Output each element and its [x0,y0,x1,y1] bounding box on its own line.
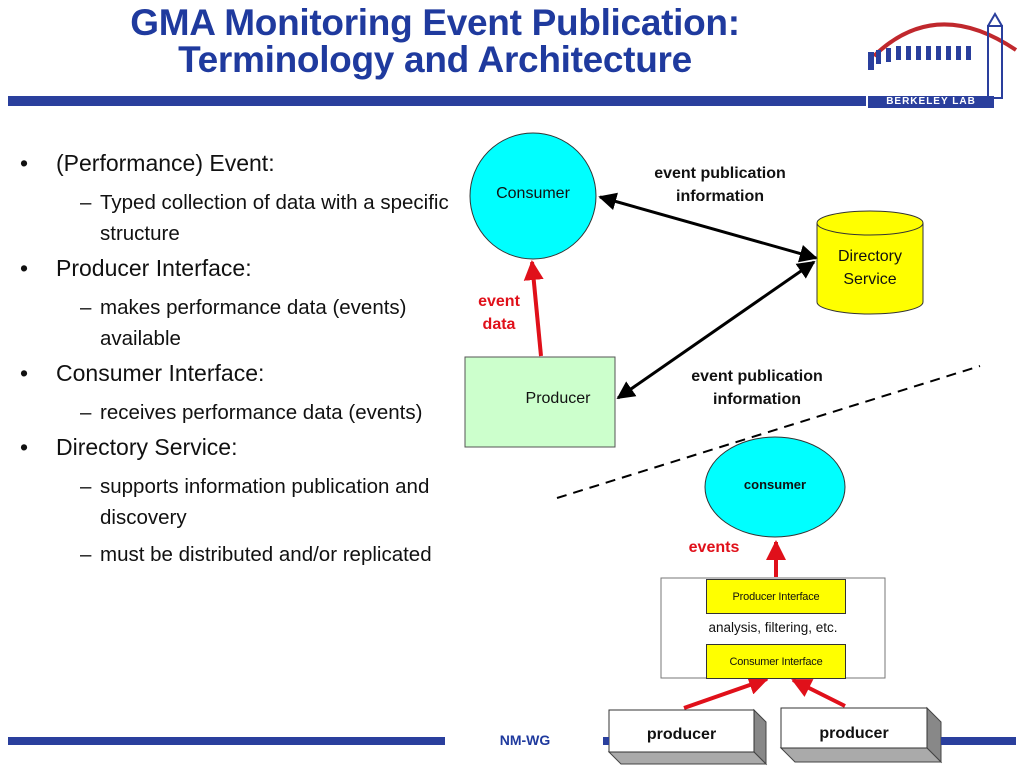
bullet-performance-event: (Performance) Event: [18,150,458,177]
bullet-directory-service: Directory Service: [18,434,458,461]
footer-bar-right [941,737,1016,745]
event-data-label: event data [462,290,536,336]
title-line-1: GMA Monitoring Event Publication: [130,2,740,43]
berkeley-lab-logo-text: BERKELEY LAB [886,96,976,107]
event-publication-info-top-line-2: information [676,188,764,205]
bullet-producer-interface: Producer Interface: [18,255,458,282]
event-publication-info-top-line-1: event publication [654,165,786,182]
directory-service-label-line-2: Service [843,271,897,288]
event-data-arrow [523,260,544,357]
event-publication-info-bottom-line-2: information [713,391,801,408]
footer-bar-right-stub [603,737,609,745]
berkeley-lab-logo: BERKELEY LAB [866,4,1020,110]
event-data-label-line-1: event [478,293,520,310]
bottom-consumer-node [704,436,846,538]
directory-service-label: Directory Service [817,245,923,291]
producer-left-label: producer [646,726,717,743]
footer-label: NM-WG [499,732,551,748]
footer-bar-left [8,737,445,745]
sub-bullet-distributed-replicated: must be distributed and/or replicated [18,539,458,570]
producer-right-label: producer [819,725,889,742]
directory-service-node [816,210,924,315]
title-line-2: Terminology and Architecture [178,39,692,80]
producer-left-arrow [683,675,769,710]
berkeley-lab-logo-graphic [868,12,1018,108]
event-publication-info-bottom-line-1: event publication [691,368,823,385]
analysis-filtering-label: analysis, filtering, etc. [708,620,838,635]
producer-interface-box: Producer Interface [706,579,846,614]
event-publication-info-bottom: event publication information [657,365,857,411]
title-underline-bar [8,96,866,106]
dashed-separator [556,365,981,499]
event-data-label-line-2: data [482,316,516,333]
consumer-label: Consumer [496,185,570,202]
producer-right-arrow [791,678,846,708]
bottom-consumer-label: consumer [743,477,807,492]
consumer-interface-box: Consumer Interface [706,644,846,679]
bullet-list: (Performance) Event: Typed collection of… [18,150,458,576]
publication-arrow-producer-directory [616,260,816,400]
sub-bullet-receives-data: receives performance data (events) [18,397,458,428]
producer-box-right [779,706,943,764]
directory-service-label-line-1: Directory [837,248,902,265]
events-label: events [688,539,740,556]
publication-arrow-consumer-directory [598,192,818,263]
producer-label: Producer [525,390,591,407]
sub-bullet-typed-collection: Typed collection of data with a specific… [18,187,458,249]
consumer-node [469,132,597,260]
sub-bullet-supports-publication: supports information publication and dis… [18,471,458,533]
bullet-consumer-interface: Consumer Interface: [18,360,458,387]
page-title: GMA Monitoring Event Publication: Termin… [0,4,870,78]
producer-box-left [607,708,768,766]
event-publication-info-top: event publication information [620,162,820,208]
producer-node [464,356,616,448]
sub-bullet-makes-data-available: makes performance data (events) availabl… [18,292,458,354]
